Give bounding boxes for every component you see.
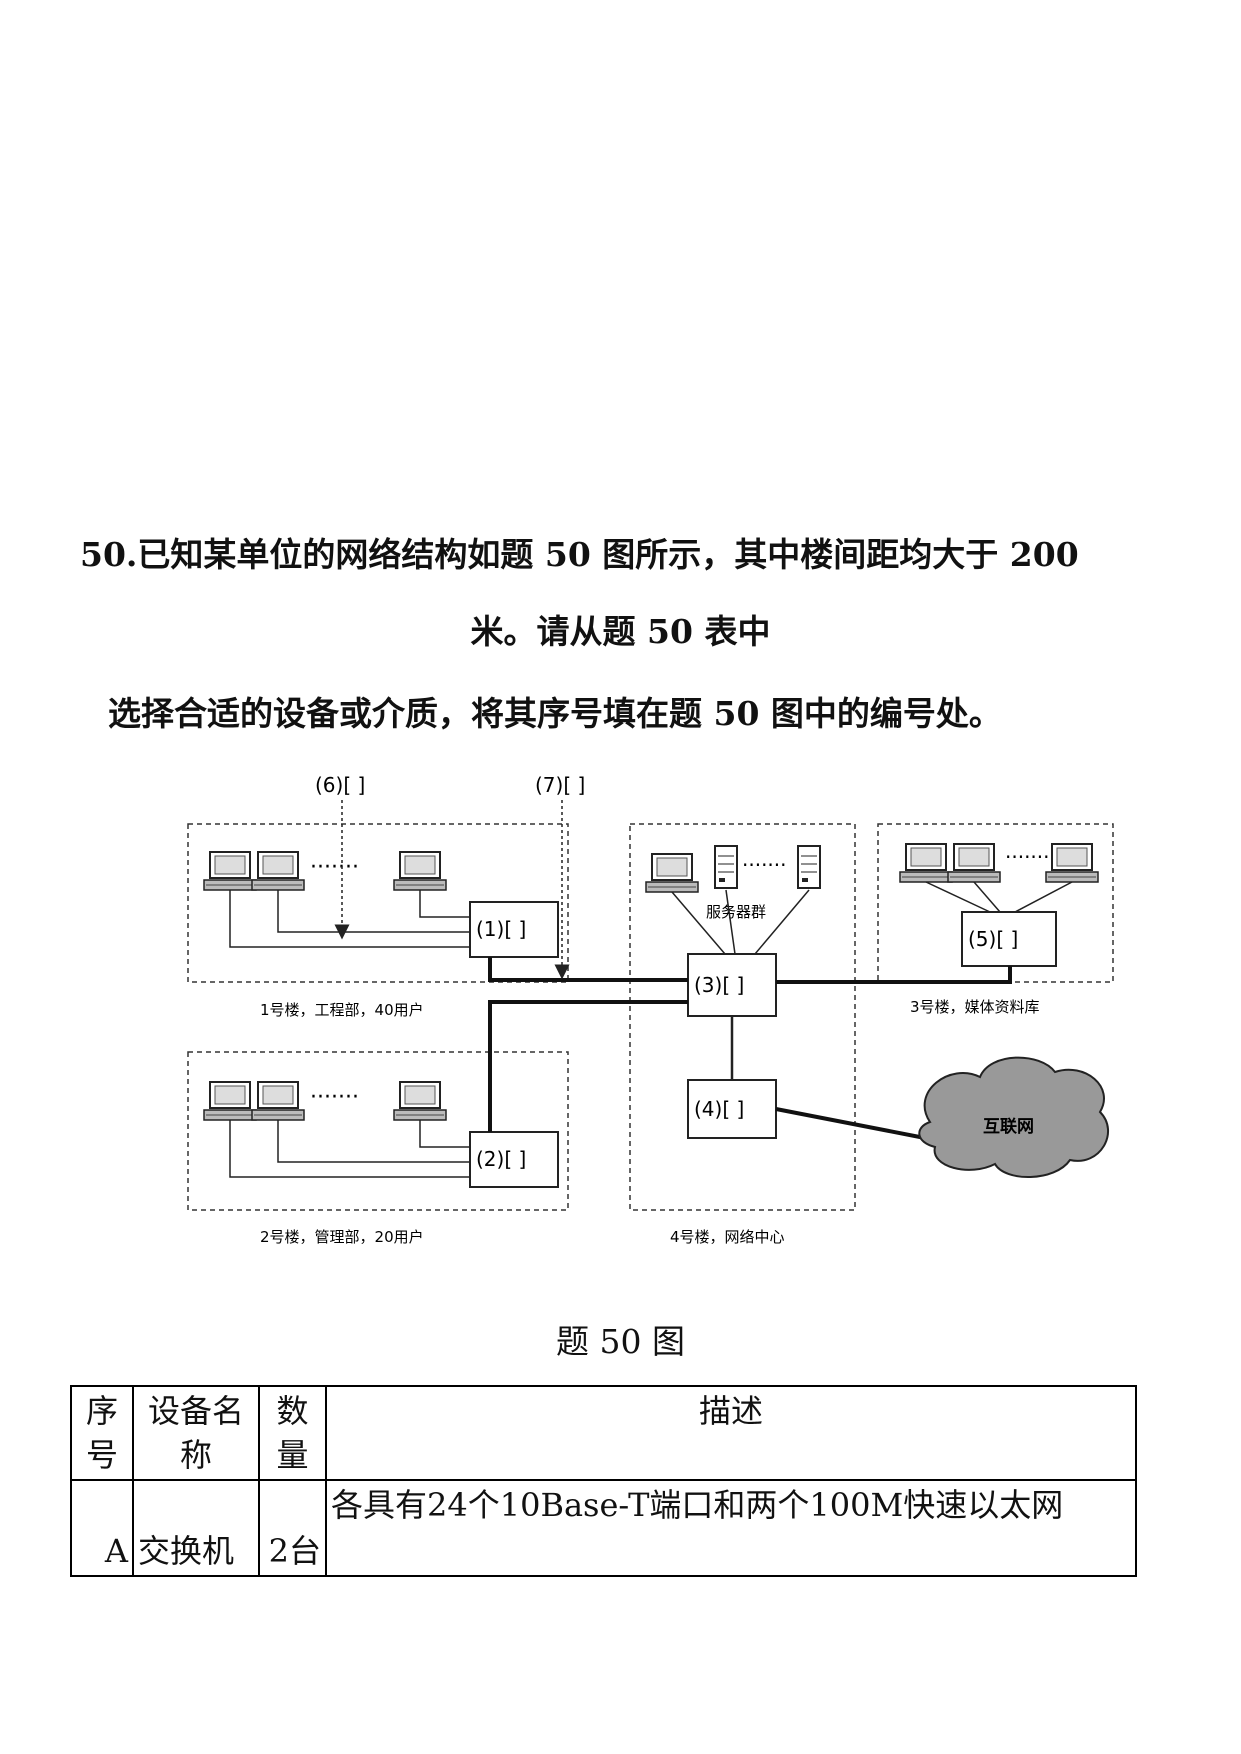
building-2: ······· (2)[ ] 2号楼，管理部，20用户 — [187, 1051, 569, 1246]
building-4-label: 4号楼，网络中心 — [670, 1228, 785, 1246]
internet-cloud: 互联网 — [918, 1056, 1110, 1178]
device-slot-1 — [469, 901, 559, 958]
header-desc: 描述 — [325, 1385, 1137, 1481]
ellipsis: ······· — [742, 853, 787, 877]
building-4: ······· 服务器群 (3)[ ] (4)[ ] 4号楼，网络中心 — [629, 823, 856, 1246]
device-slot-3 — [687, 953, 777, 1017]
header-qty: 数 量 — [258, 1385, 327, 1481]
question-line-2: 米。请从题 50 表中 — [470, 612, 771, 651]
building-3-label: 3号楼，媒体资料库 — [910, 998, 1040, 1016]
server-icon — [797, 845, 821, 889]
slot-6-label: (6)[ ] — [315, 773, 365, 797]
computer-icon — [1045, 843, 1099, 883]
header-index: 序 号 — [70, 1385, 134, 1481]
question-line-3: 选择合适的设备或介质，将其序号填在题 50 图中的编号处。 — [108, 694, 1002, 733]
computer-icon — [251, 1081, 305, 1121]
cell-desc: 各具有24个10Base-T端口和两个100M快速以太网 — [325, 1479, 1137, 1577]
building-3: ······· (5)[ ] 3号楼，媒体资料库 — [877, 823, 1114, 1016]
header-name: 设备名 称 — [132, 1385, 260, 1481]
computer-icon — [899, 843, 953, 883]
slot-5-label: (5)[ ] — [968, 927, 1018, 951]
table-row: A 交换机 2台 各具有24个10Base-T端口和两个100M快速以太网 — [70, 1479, 1137, 1577]
device-slot-5 — [961, 911, 1057, 967]
question-line-1: 50.已知某单位的网络结构如题 50 图所示，其中楼间距均大于 200 — [80, 535, 1079, 574]
computer-icon — [393, 851, 447, 891]
cell-name: 交换机 — [132, 1479, 260, 1577]
internet-label: 互联网 — [983, 1117, 1034, 1137]
cell-index: A — [70, 1479, 134, 1577]
computer-icon — [203, 1081, 257, 1121]
computer-icon — [251, 851, 305, 891]
computer-icon — [645, 853, 699, 893]
ellipsis: ······· — [310, 855, 359, 880]
computer-icon — [203, 851, 257, 891]
device-slot-2 — [469, 1131, 559, 1188]
building-1: ······· (1)[ ] 1号楼，工程部，40用户 — [187, 823, 569, 1019]
server-group-label: 服务器群 — [706, 903, 766, 921]
equipment-table: 序 号 设备名 称 数 量 描述 A 交换机 2台 各具有24个10Base-T… — [70, 1385, 1137, 1577]
slot-3-label: (3)[ ] — [694, 973, 744, 997]
slot-7-label: (7)[ ] — [535, 773, 585, 797]
network-diagram: ······· (1)[ ] 1号楼，工程部，40用户 ······· (2)[… — [110, 762, 1130, 1277]
building-1-label: 1号楼，工程部，40用户 — [260, 1001, 424, 1019]
computer-icon — [393, 1081, 447, 1121]
cell-qty: 2台 — [258, 1479, 327, 1577]
slot-4-label: (4)[ ] — [694, 1097, 744, 1121]
building-2-label: 2号楼，管理部，20用户 — [260, 1228, 424, 1246]
server-icon — [714, 845, 738, 889]
ellipsis: ······· — [1005, 845, 1050, 869]
slot-1-label: (1)[ ] — [476, 917, 526, 941]
table-header-row: 序 号 设备名 称 数 量 描述 — [70, 1385, 1137, 1481]
ellipsis: ······· — [310, 1085, 359, 1110]
slot-2-label: (2)[ ] — [476, 1147, 526, 1171]
figure-caption: 题 50 图 — [556, 1322, 685, 1361]
computer-icon — [947, 843, 1001, 883]
